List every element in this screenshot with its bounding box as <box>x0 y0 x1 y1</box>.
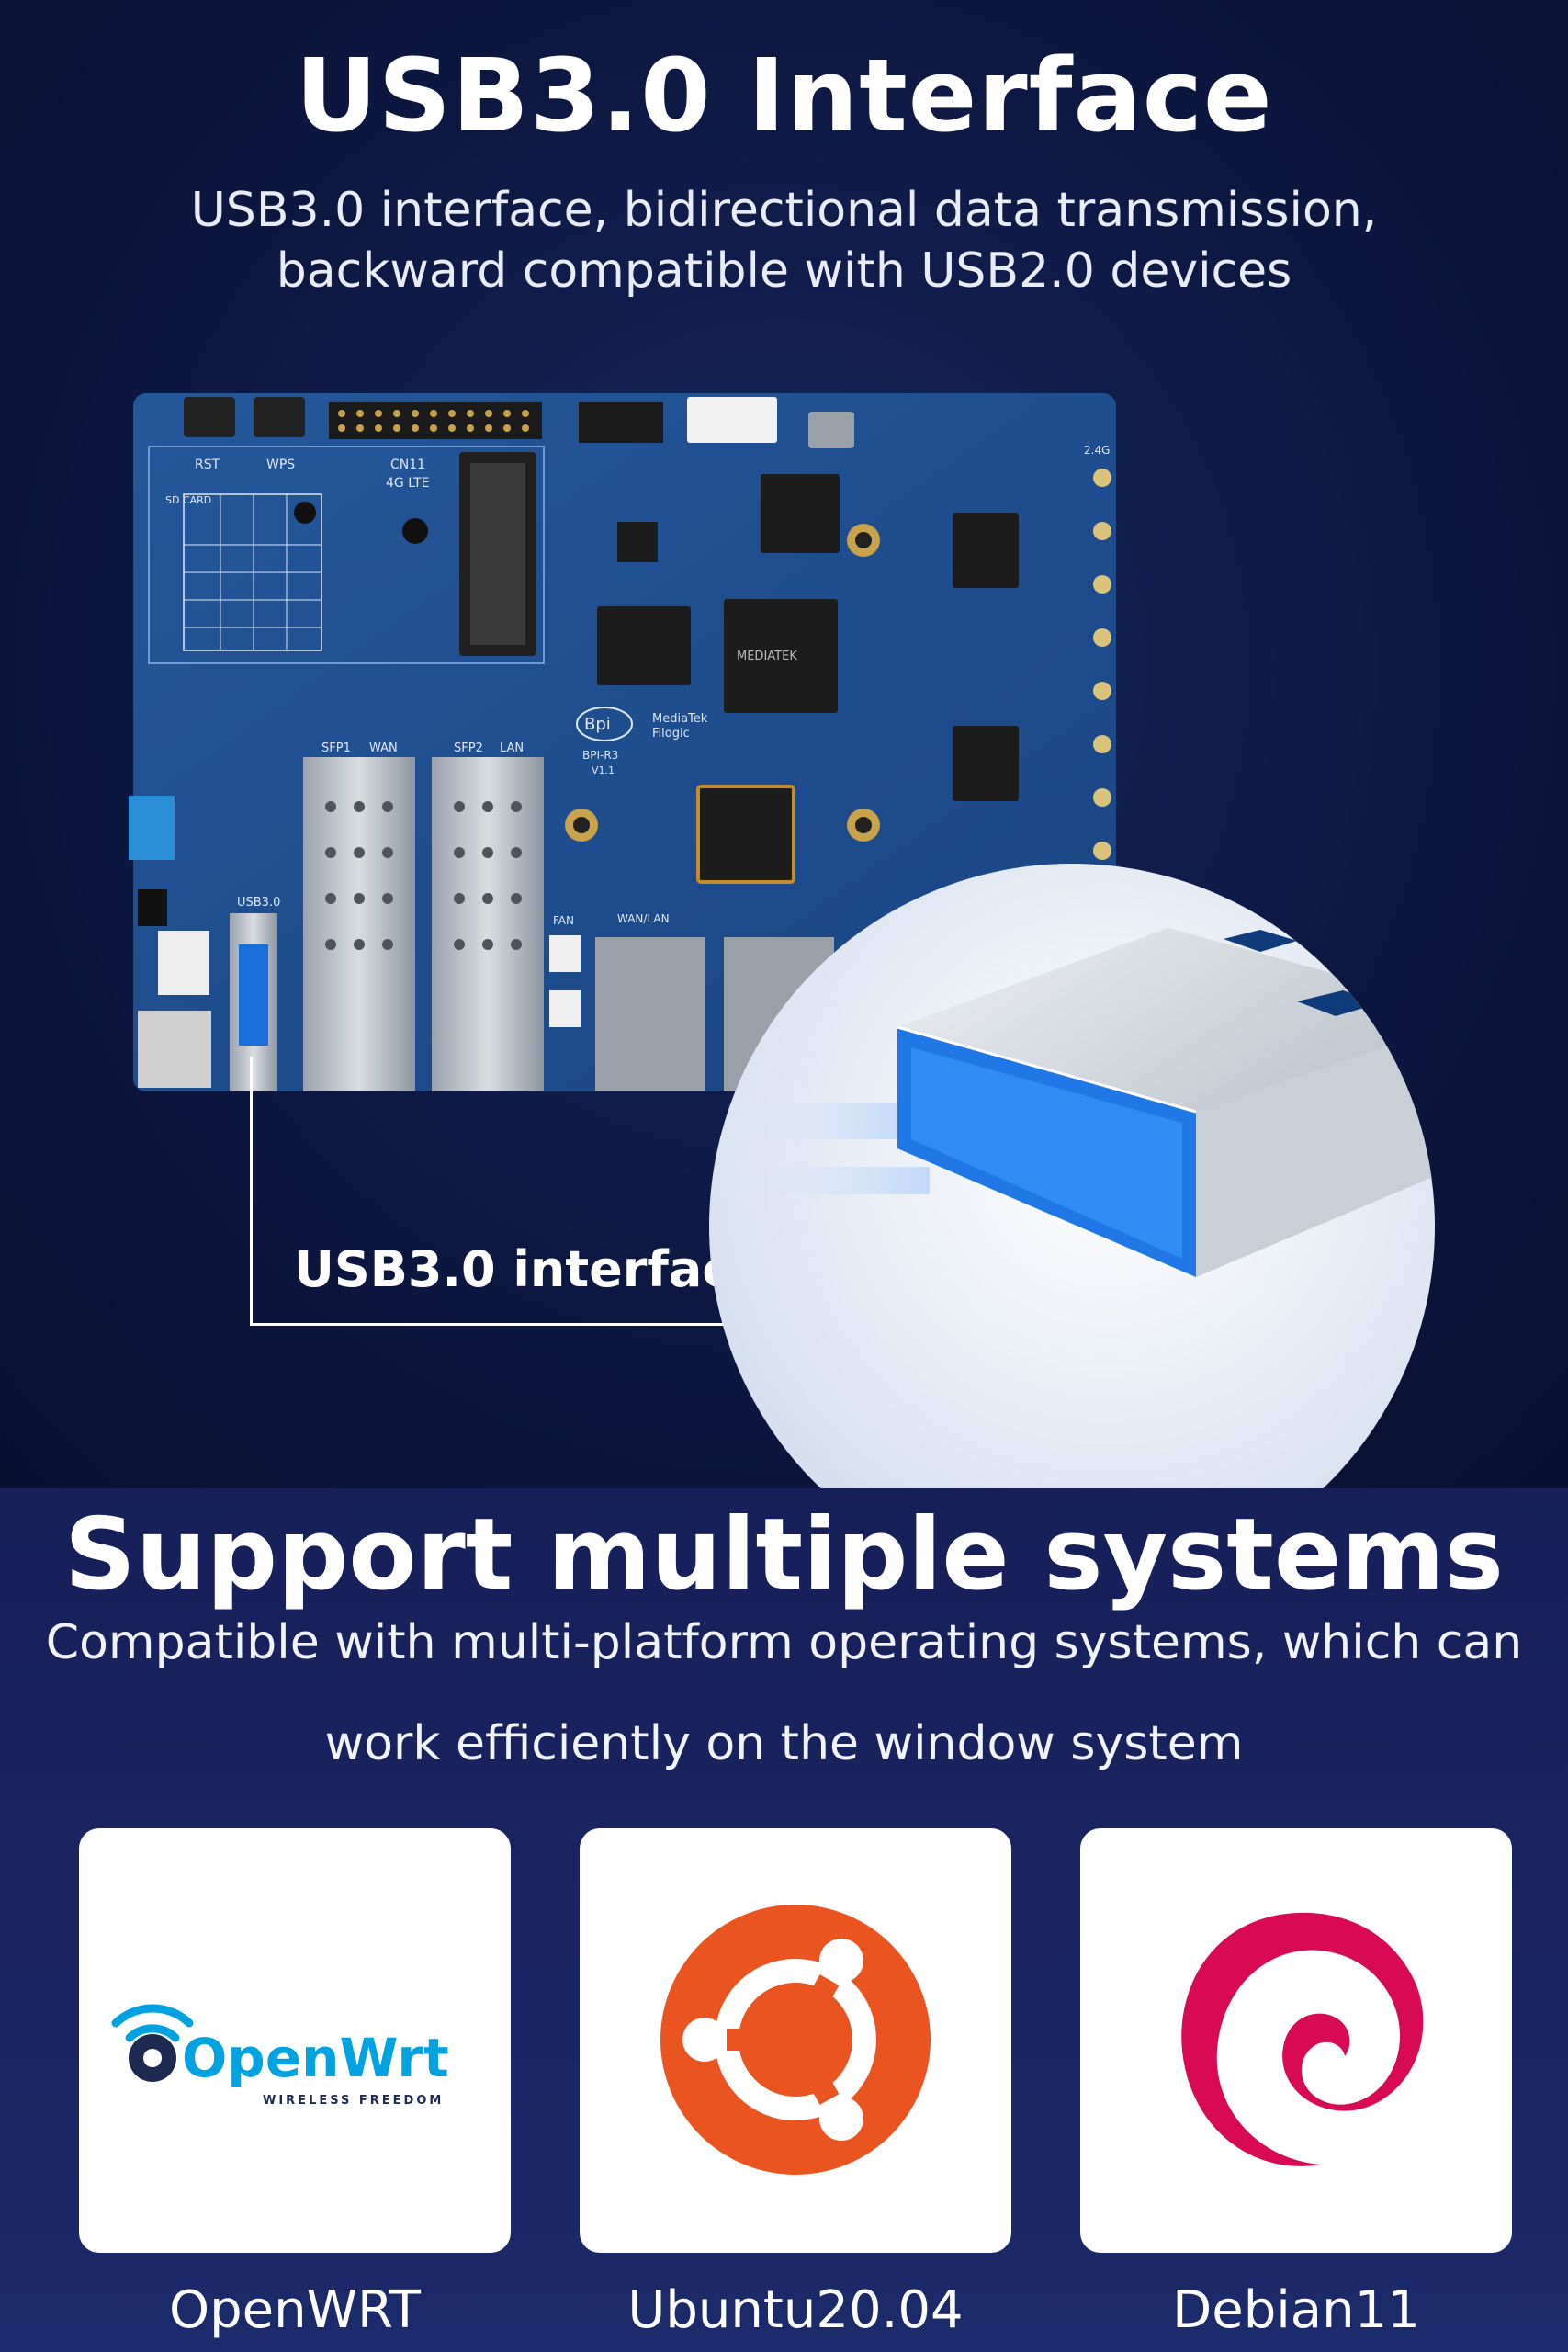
svg-text:Filogic: Filogic <box>652 727 690 741</box>
wps-button <box>254 397 305 437</box>
systems-subtitle-line1: Compatible with multi-platform operating… <box>45 1615 1523 1670</box>
svg-text:RST: RST <box>195 458 220 472</box>
systems-subtitle-line2: work efficiently on the window system <box>324 1716 1244 1771</box>
debian-swirl-icon <box>1181 1912 1424 2166</box>
ethernet-port-1 <box>595 937 705 1091</box>
svg-text:Bpi: Bpi <box>584 715 611 734</box>
svg-text:WAN/LAN: WAN/LAN <box>617 912 670 925</box>
bpi-r3-board-image: RST WPS SD CARD CN11 4G LTE MEDIATEK <box>129 393 1116 1091</box>
openwrt-card: OpenWrt WIRELESS FREEDOM <box>79 1828 511 2253</box>
ubuntu-logo-icon <box>660 1905 931 2175</box>
svg-text:BPI-R3: BPI-R3 <box>582 749 618 762</box>
usb-subtitle: USB3.0 interface, bidirectional data tra… <box>0 180 1568 301</box>
ubuntu-card <box>580 1828 1011 2253</box>
svg-text:2.4G: 2.4G <box>1084 444 1110 457</box>
svg-text:SFP1: SFP1 <box>321 741 351 755</box>
svg-text:WIRELESS FREEDOM: WIRELESS FREEDOM <box>263 2094 444 2108</box>
openwrt-logo-icon: OpenWrt WIRELESS FREEDOM <box>111 2004 449 2108</box>
svg-text:V1.1: V1.1 <box>592 764 615 776</box>
sfp1-cage <box>303 757 415 1091</box>
svg-text:WPS: WPS <box>266 458 295 472</box>
usb-title: USB3.0 Interface <box>295 37 1273 154</box>
svg-text:CN11: CN11 <box>390 458 425 472</box>
usb-plug-icon <box>709 928 1435 1277</box>
svg-text:SFP2: SFP2 <box>454 741 483 755</box>
dc-jack <box>138 1011 211 1088</box>
svg-text:FAN: FAN <box>553 914 574 927</box>
usb-callout-line <box>250 1057 749 1326</box>
usb-callout-label: USB3.0 interface <box>294 1240 765 1298</box>
usb-plug-closeup <box>709 864 1435 1589</box>
openwrt-label: OpenWRT <box>169 2280 421 2340</box>
rst-button <box>184 397 235 437</box>
ubuntu-label: Ubuntu20.04 severs <box>627 2280 964 2352</box>
svg-text:OpenWrt: OpenWrt <box>182 2027 449 2089</box>
svg-text:LAN: LAN <box>500 741 524 755</box>
sfp2-cage <box>432 757 544 1091</box>
svg-text:4G LTE: 4G LTE <box>386 476 429 491</box>
debug-header <box>129 796 175 860</box>
debian-label: Debian11 <box>1172 2280 1420 2340</box>
svg-text:MediaTek: MediaTek <box>652 712 708 726</box>
usb-subtitle-line2: backward compatible with USB2.0 devices <box>276 243 1292 299</box>
svg-text:SD CARD: SD CARD <box>165 494 211 506</box>
debian-card <box>1080 1828 1512 2253</box>
systems-title: Support multiple systems <box>64 1498 1504 1612</box>
svg-text:USB3.0: USB3.0 <box>237 896 280 910</box>
usb-subtitle-line1: USB3.0 interface, bidirectional data tra… <box>190 183 1378 238</box>
svg-text:MEDIATEK: MEDIATEK <box>737 650 797 663</box>
svg-text:WAN: WAN <box>369 741 398 755</box>
